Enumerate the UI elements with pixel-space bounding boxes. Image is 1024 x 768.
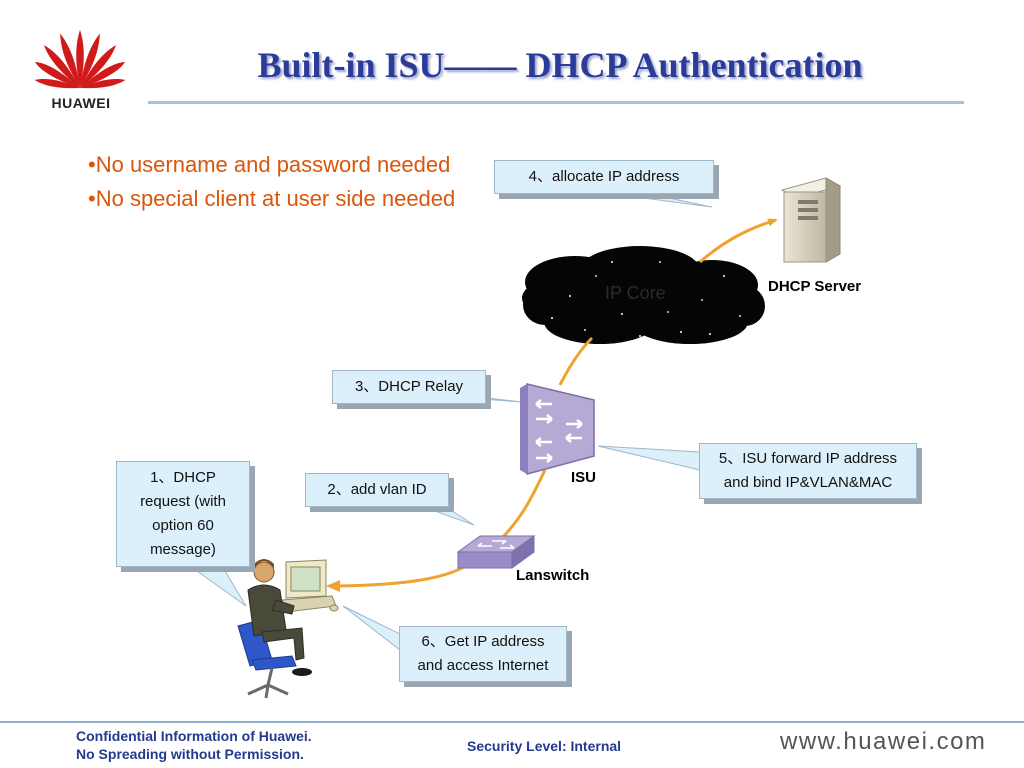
feature-bullet-list: •No username and password needed •No spe… <box>88 148 455 216</box>
callout-step2: 2、add vlan ID <box>305 473 449 507</box>
flow-path-lanswitch-isu <box>498 469 547 542</box>
lanswitch-label: Lanswitch <box>516 567 590 584</box>
footer-divider <box>0 721 1024 723</box>
huawei-logo-icon <box>34 30 126 89</box>
callout-step6-text: 6、Get IP address and access Internet <box>417 633 549 674</box>
lanswitch-icon <box>456 535 536 569</box>
footer-confidential-line1: Confidential Information of Huawei. <box>76 728 312 744</box>
callout-step3-text: 3、DHCP Relay <box>354 378 464 395</box>
footer-confidential-line2: No Spreading without Permission. <box>76 746 304 762</box>
footer-website: www.huawei.com <box>780 728 987 755</box>
callout-step2-text: 2、add vlan ID <box>327 481 427 498</box>
callout-step1-text: 1、DHCP request (with option 60 message) <box>140 469 226 558</box>
ip-core-cloud <box>522 246 765 344</box>
ip-core-label: IP Core <box>605 283 666 303</box>
bullet-item: •No special client at user side needed <box>88 186 456 211</box>
dhcp-server-label: DHCP Server <box>768 278 862 295</box>
dhcp-server-icon <box>780 177 842 263</box>
callout-step5-text: 5、ISU forward IP address and bind IP&VLA… <box>718 450 898 491</box>
callout-tail-step4 <box>597 191 713 208</box>
isu-label: ISU <box>571 469 597 486</box>
huawei-logo-text: HUAWEI <box>51 95 111 111</box>
callout-step4: 4、allocate IP address <box>494 160 714 194</box>
flow-path-isu-cloud <box>558 336 594 386</box>
flow-path-pc-lanswitch <box>337 558 476 588</box>
footer-security-level: Security Level: Internal <box>467 738 622 754</box>
page-title: Built-in ISU—— DHCP Authentication <box>257 45 863 85</box>
callout-step3: 3、DHCP Relay <box>332 370 486 404</box>
callout-tail-step1 <box>188 565 247 607</box>
callout-step1: 1、DHCP request (with option 60 message) <box>116 461 250 567</box>
callout-step4-text: 4、allocate IP address <box>528 168 680 185</box>
title-divider <box>148 101 964 104</box>
footer-confidential: Confidential Information of Huawei. No S… <box>76 727 312 763</box>
bullet-item: •No username and password needed <box>88 152 451 177</box>
isu-device-icon <box>520 383 595 475</box>
flow-path-cloud-server <box>699 218 778 264</box>
flow-arrowhead-pc <box>326 580 340 592</box>
callout-step6: 6、Get IP address and access Internet <box>399 626 567 682</box>
callout-tail-step5 <box>597 445 701 471</box>
callout-step5: 5、ISU forward IP address and bind IP&VLA… <box>699 443 917 499</box>
callout-tail-step6 <box>342 605 401 652</box>
user-at-computer-icon <box>237 559 339 699</box>
